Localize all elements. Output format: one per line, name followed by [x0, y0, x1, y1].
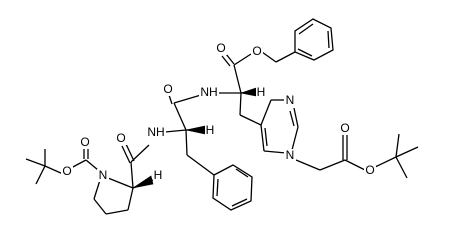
bond-boc-c-to-n [85, 159, 99, 171]
atom-tbu-o-carbonyl: O [340, 121, 349, 135]
bond-im-n3-c2b [293, 107, 299, 128]
bond-pro-n-cd [93, 179, 101, 200]
bond-phe-phenyl-dbl-1 [235, 168, 249, 178]
bond-phe-nh-ca [164, 129, 187, 133]
bond-bn-phenyl-dbl-3 [297, 48, 313, 57]
bond-phe-phenyl-ring [212, 164, 253, 211]
atom-pro-n: N [99, 168, 108, 182]
atom-labels: O O N H O NH H O NH H O O N N O O [61, 41, 376, 182]
bond-tbu-methyl-top [395, 133, 400, 158]
bond-im-c4-c2 [260, 99, 272, 126]
bond-boc-o-to-c [70, 159, 87, 169]
atom-phe-nh: NH [147, 125, 164, 139]
bond-ch2-co [319, 159, 346, 171]
bond-bn-ch2-ring [275, 51, 296, 63]
bond-boc-tbu-methyl-left [25, 158, 46, 167]
bond-his-co-1 [221, 55, 231, 67]
bond-im-c-n1 [291, 126, 299, 151]
atom-im-n3: N [286, 93, 295, 107]
atom-phe-o: O [163, 82, 172, 96]
atom-tbu-o-ester: O [365, 163, 374, 177]
bond-im-n-ch2 [295, 159, 321, 171]
bond-im-n1-c5 [263, 150, 287, 154]
atom-bn-o-carbonyl: O [216, 41, 225, 55]
bond-bn-phenyl-dbl-1 [298, 23, 314, 35]
bond-im-dbl-1 [264, 127, 268, 147]
bond-pro-ca-n [107, 177, 134, 189]
bond-pro-c-to-nh [130, 144, 150, 163]
atom-his-nh: NH [200, 85, 217, 99]
bond-tbu-methyl-right [395, 146, 419, 158]
bond-his-ca-co [233, 64, 242, 94]
atom-im-n1: N [286, 148, 295, 162]
bond-o-to-tbu [372, 156, 397, 169]
bond-phe-c-to-nh [173, 94, 202, 104]
bond-phe-phenyl-dbl-3 [216, 178, 219, 197]
bond-im-dbl-2 [289, 110, 295, 127]
bond-pro-ca-co [130, 161, 134, 189]
atom-phe-h: H [206, 123, 215, 137]
bond-phe-ca-co [173, 102, 187, 131]
bond-bn-phenyl-ring [294, 18, 334, 61]
bond-his-cb-ring [239, 114, 262, 126]
atom-pro-o: O [116, 131, 125, 145]
bond-phe-phenyl-dbl-2 [231, 198, 248, 207]
bond-pro-co-2 [125, 143, 135, 162]
bond-his-ca-cb [239, 92, 242, 116]
bond-pro-cb-ca [127, 187, 134, 211]
bond-tbu-methyl-bottom [395, 156, 408, 179]
atom-his-h: H [257, 85, 266, 99]
bond-bn-phenyl-dbl-2 [327, 30, 330, 49]
bond-pro-co-1 [121, 145, 131, 164]
wedge-his-ca-h [239, 87, 257, 97]
bond-bn-o-ch2 [261, 51, 277, 63]
bond-phe-co-stub [168, 94, 173, 105]
bond-boc-tbu-methyl-bottom [35, 165, 46, 185]
bond-phe-cb-ring [186, 154, 215, 176]
bond-boc-tbu-to-o [44, 165, 64, 175]
bond-pro-cg-cb [105, 209, 129, 215]
wedge-pro-ca-h [132, 175, 154, 189]
atom-bn-o-ester: O [252, 44, 261, 58]
atom-boc-o-ester: O [62, 164, 71, 178]
bond-network [25, 18, 419, 215]
bond-im-c5-c4 [260, 124, 265, 152]
wedge-phe-ca-h [185, 125, 206, 135]
chemical-structure-diagram: O O N H O NH H O NH H O O N N O O [25, 18, 419, 215]
atom-boc-o-carbonyl: O [80, 135, 89, 149]
bond-pro-cd-cg [93, 198, 107, 215]
bond-his-co-2 [225, 53, 235, 65]
bond-c-to-o-tbu [344, 159, 366, 171]
bond-his-c-to-o [233, 53, 252, 66]
atom-pro-h: H [154, 168, 163, 182]
bond-phe-ca-cb [185, 129, 188, 156]
